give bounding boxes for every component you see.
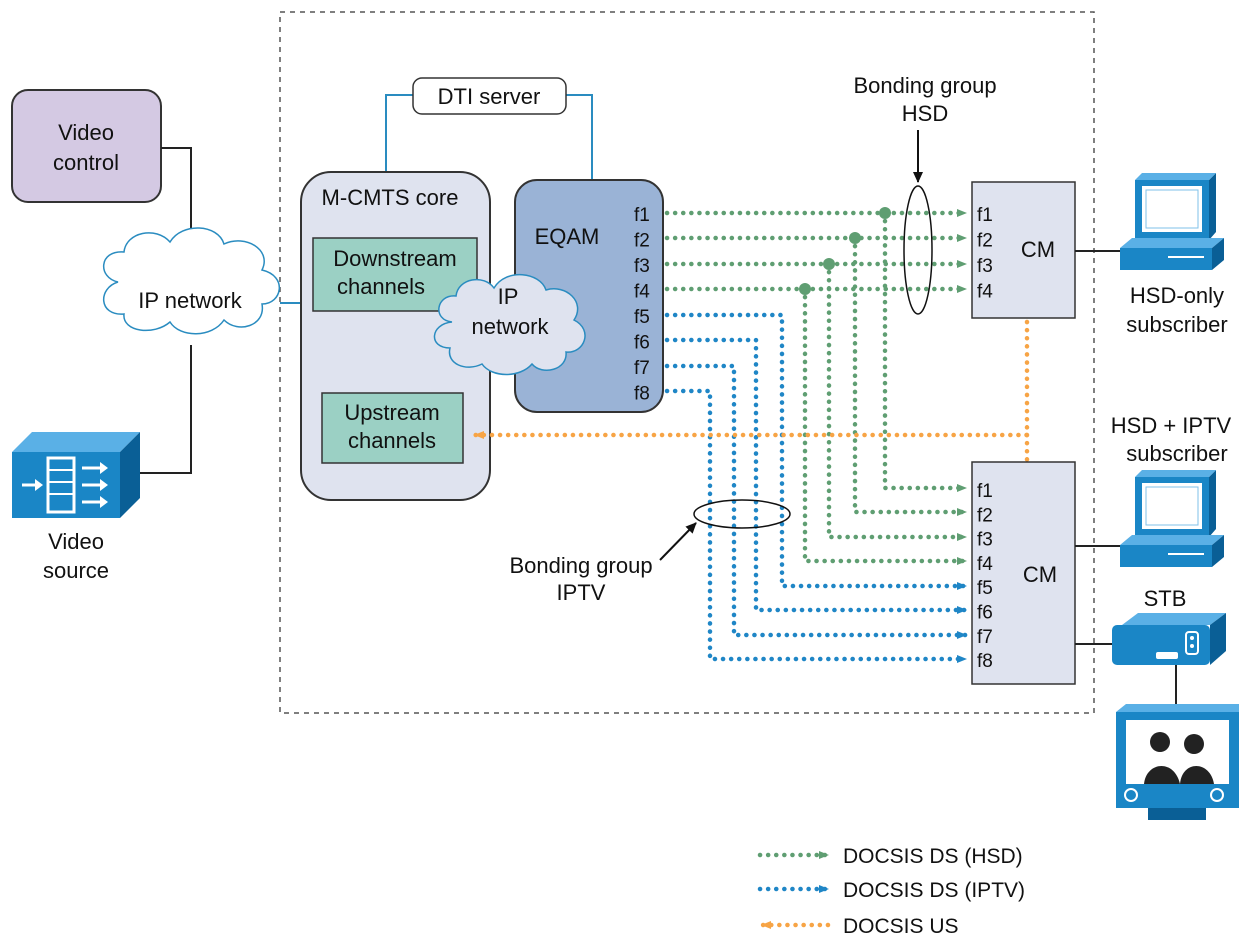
hsd-iptv-pc-icon [1120,470,1224,567]
cm-bottom-freq-4: f4 [977,554,993,575]
legend-label-3: DOCSIS US [843,915,959,938]
downstream-channels-label-2: channels [337,274,425,299]
ip-network-cloud-left [102,227,281,335]
cm-top-freq-2: f2 [977,231,993,252]
eqam-freq-6: f6 [634,333,650,354]
cm-top-freq-list: f1 f2 f3 f4 [977,205,993,303]
eqam-freq-3: f3 [634,256,650,277]
hsd-only-subscriber-label-2: subscriber [1126,312,1227,337]
cm-bottom-label: CM [1023,562,1057,587]
bonding-hsd-ellipse [903,185,933,315]
ip-network-cloud-inner [433,273,586,376]
eqam-freq-5: f5 [634,307,650,328]
cm-top-freq-1: f1 [977,205,993,226]
iptv-path-f7 [664,363,969,639]
video-source-wire [140,345,192,474]
cm-top-freq-3: f3 [977,256,993,277]
downstream-channels-label: Downstream [333,246,456,271]
dti-server-box [412,77,567,115]
cm-bottom-freq-2: f2 [977,505,993,526]
eqam-freq-list: f1 f2 f3 f4 f5 f6 f7 f8 [634,205,650,405]
hsd-branch-dot-4 [799,283,811,295]
hsd-only-subscriber-label: HSD-only [1130,283,1224,308]
hsd-branch-dot-3 [823,258,835,270]
bonding-hsd-label-2: HSD [902,101,948,126]
dti-server-label: DTI server [438,84,541,109]
cm-bottom-box [971,461,1076,685]
hsd-iptv-subscriber-label: HSD + IPTV [1111,413,1232,438]
cm-bottom-freq-1: f1 [977,481,993,502]
stb-label: STB [1144,586,1187,611]
hsd-path-bottom-f4 [802,286,969,565]
iptv-path-f6 [664,337,969,614]
cm-bottom-freq-7: f7 [977,627,993,648]
eqam-freq-4: f4 [634,282,650,303]
hsd-path-bottom-f3 [826,261,969,541]
dti-wire-right [566,94,593,180]
dti-wire-left [385,94,413,172]
cm-bottom-freq-8: f8 [977,651,993,672]
cm-top-label: CM [1021,237,1055,262]
eqam-label: EQAM [535,224,600,249]
hsd-only-pc-icon [1120,173,1224,270]
eqam-freq-7: f7 [634,358,650,379]
ip-network-inner-label-2: network [471,314,549,339]
video-control-box [11,89,162,203]
hsd-branch-dot-2 [849,232,861,244]
eqam-freq-2: f2 [634,231,650,252]
hsd-path-bottom-f1 [882,210,969,492]
legend: DOCSIS DS (HSD) DOCSIS DS (IPTV) DOCSIS US [757,845,1025,938]
bonding-iptv-ellipse [693,499,791,529]
video-source-icon [12,432,140,518]
iptv-path-f5 [664,312,969,590]
upstream-channels-box [321,392,464,464]
bonding-hsd-label: Bonding group [853,73,996,98]
ip-network-inner-label: IP [498,284,519,309]
legend-label-1: DOCSIS DS (HSD) [843,845,1023,868]
bonding-iptv-label-2: IPTV [557,580,606,605]
bonding-iptv-pointer [659,522,697,561]
eqam-freq-1: f1 [634,205,650,226]
bonding-iptv-label: Bonding group [509,553,652,578]
cm-bottom-freq-6: f6 [977,603,993,624]
cm-bottom-freq-5: f5 [977,578,993,599]
upstream-channels-label: Upstream [344,400,439,425]
stb-icon [1112,613,1226,665]
hsd-branch-dot-1 [879,207,891,219]
video-control-wire [161,147,192,255]
tv-icon [1116,704,1239,820]
eqam-freq-8: f8 [634,384,650,405]
ip-network-left-label: IP network [138,288,243,313]
hsd-path-bottom-f2 [852,235,969,516]
hsd-iptv-subscriber-label-2: subscriber [1126,441,1227,466]
cm-bottom-freq-3: f3 [977,530,993,551]
video-control-label: Video [58,120,114,145]
video-control-label-2: control [53,150,119,175]
cm-top-freq-4: f4 [977,282,993,303]
video-source-label-2: source [43,558,109,583]
network-boundary [279,11,1095,714]
cm-bottom-freq-list: f1 f2 f3 f4 f5 f6 f7 f8 [977,481,993,672]
upstream-channels-label-2: channels [348,428,436,453]
legend-label-2: DOCSIS DS (IPTV) [843,879,1025,902]
mcmts-core-label: M-CMTS core [322,185,459,210]
video-source-label: Video [48,529,104,554]
